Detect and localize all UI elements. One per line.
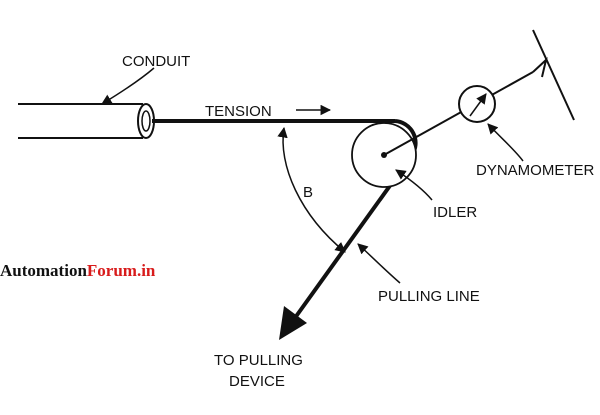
angle-b-arc [277,126,346,253]
dynamometer-arm [383,71,534,156]
pulling-line-label: PULLING LINE [378,288,480,305]
conduit-label: CONDUIT [122,53,190,70]
to-pulling-device-label-line1: TO PULLING [214,352,303,369]
pulling-direction-arrowhead [279,306,307,340]
idler-leader [395,169,433,201]
watermark: AutomationForum.in [0,261,156,280]
conduit-pipe [18,103,155,139]
dynamometer-leader [487,123,524,162]
watermark-part1: Automation [0,261,87,280]
idler-label: IDLER [433,204,477,221]
watermark-part2: Forum.in [87,261,156,280]
dynamometer-gauge [458,85,496,123]
pulling-line-leader [357,243,401,284]
angle-b-label: B [303,184,313,201]
conduit-leader [101,67,155,105]
dynamometer-label: DYNAMOMETER [476,162,595,179]
wall-anchor [532,29,575,121]
to-pulling-device-label-line2: DEVICE [229,373,285,390]
tension-label: TENSION [205,103,272,120]
